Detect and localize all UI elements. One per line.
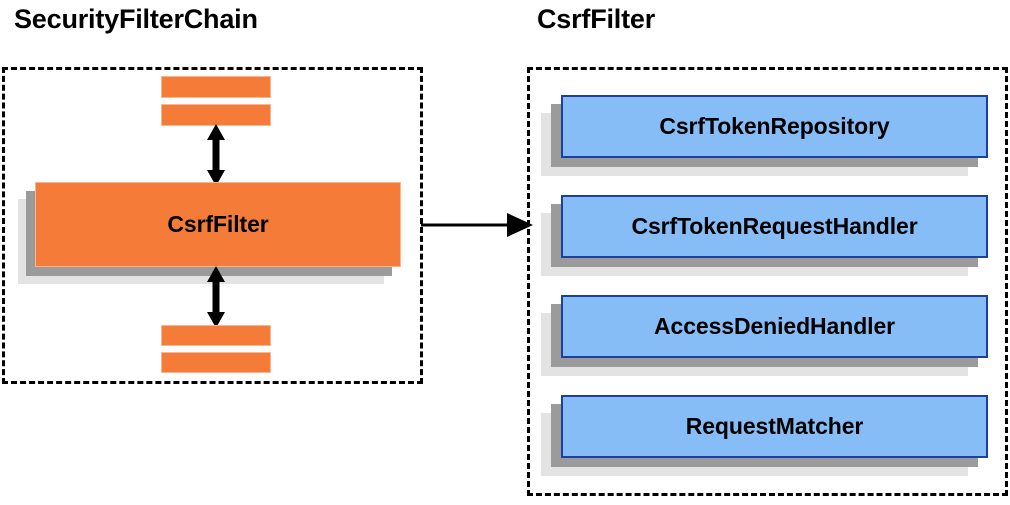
panel-title-csrf-filter: CsrfFilter (537, 4, 656, 34)
card-csrf-token-repository-label: CsrfTokenRepository (659, 113, 890, 139)
card-csrf-token-request-handler-label: CsrfTokenRequestHandler (631, 213, 918, 239)
connector-zoom-link-arrow (421, 213, 533, 237)
card-csrf-filter-label: CsrfFilter (167, 211, 269, 237)
filter-sliver-above-1 (161, 104, 271, 126)
card-access-denied-handler-label: AccessDeniedHandler (654, 313, 895, 339)
filter-sliver-below-1 (161, 325, 271, 346)
filter-sliver-below-2 (161, 352, 271, 373)
card-request-matcher-face[interactable]: RequestMatcher (561, 395, 988, 458)
card-csrf-token-request-handler-face[interactable]: CsrfTokenRequestHandler (561, 195, 988, 258)
panel-title-security-filter-chain: SecurityFilterChain (14, 4, 258, 34)
filter-sliver-above-2 (161, 76, 271, 98)
card-access-denied-handler-face[interactable]: AccessDeniedHandler (561, 295, 988, 358)
card-request-matcher-label: RequestMatcher (685, 413, 864, 439)
card-csrf-token-repository-face[interactable]: CsrfTokenRepository (561, 95, 988, 158)
connector-chain-up-arrow (207, 124, 225, 186)
card-csrf-filter-face[interactable]: CsrfFilter (35, 182, 401, 267)
connector-chain-down-arrow (207, 266, 225, 328)
group-container-csrf-filter (527, 67, 1008, 496)
card-csrf-filter[interactable]: CsrfFilter (0, 0, 401, 284)
